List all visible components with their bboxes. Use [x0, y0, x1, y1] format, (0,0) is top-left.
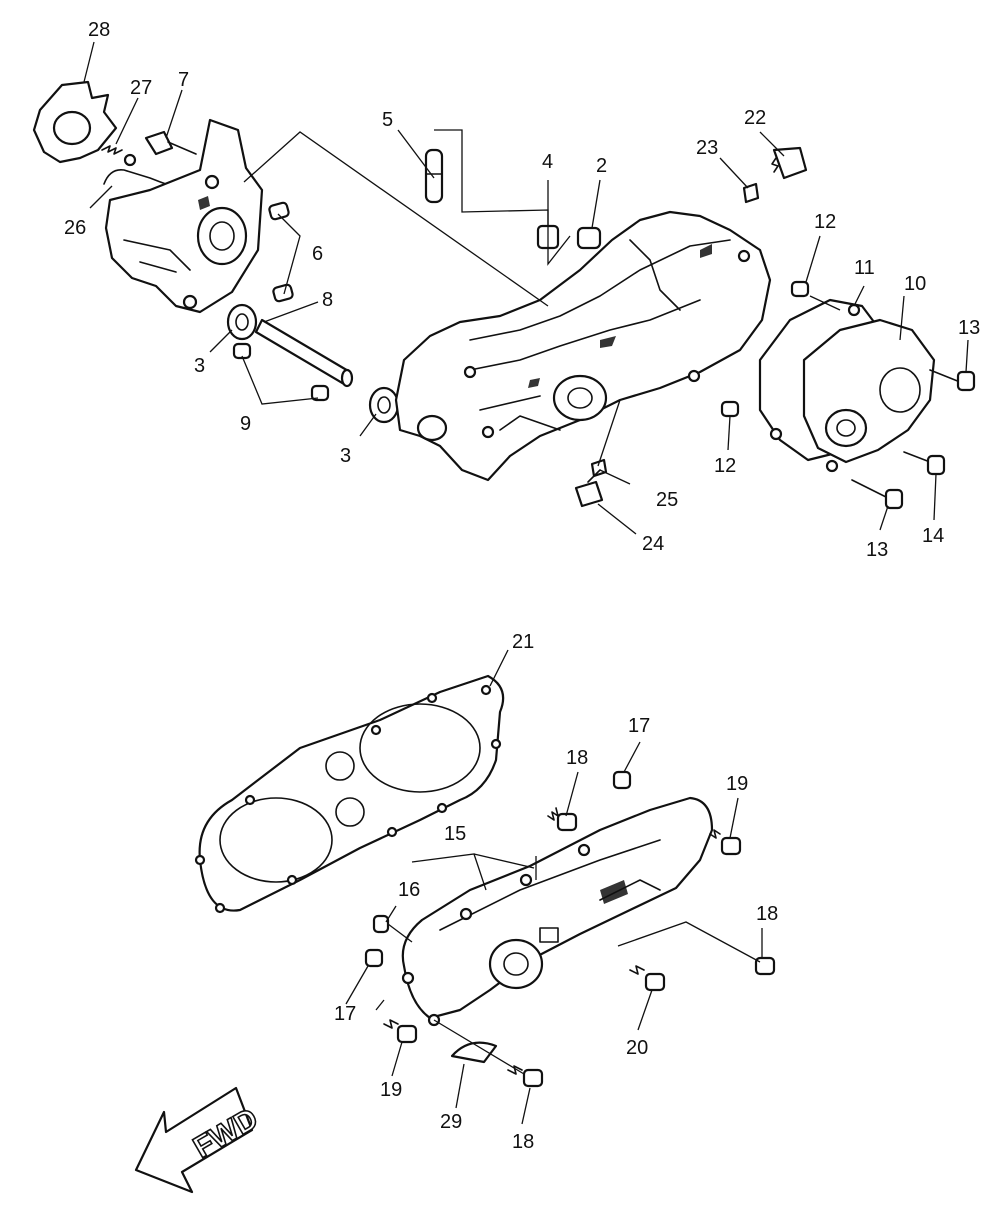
callout-28: 28: [88, 19, 110, 41]
callout-17b: 17: [334, 1003, 356, 1025]
part-21-cover-gasket: [194, 674, 505, 914]
callout-8: 8: [322, 289, 333, 311]
part-9-pins: [232, 342, 330, 402]
callout-9: 9: [240, 413, 251, 435]
part-17-pin-top: [612, 770, 632, 790]
part-24-bolt: [574, 469, 604, 508]
callout-14: 14: [922, 525, 944, 547]
part-19-bolt-left: [383, 1019, 418, 1044]
callout-19a: 19: [726, 773, 748, 795]
callout-19b: 19: [380, 1079, 402, 1101]
leader-lines-upper: [83, 41, 969, 535]
callout-18b: 18: [756, 903, 778, 925]
part-18-bolt-top: [547, 807, 578, 832]
callout-12b: 12: [714, 455, 736, 477]
part-13-bolt-lower: [851, 479, 904, 510]
callout-11: 11: [854, 257, 875, 279]
part-13-bolt-upper: [929, 369, 976, 392]
part-29-clip: [450, 1041, 498, 1064]
callout-3b: 3: [340, 445, 351, 467]
part-7-bolt: [144, 130, 197, 156]
part-12-pin-upper: [790, 280, 810, 298]
part-18-bolt-bottom: [507, 1065, 544, 1088]
part-28-gasket-plate: [32, 80, 118, 164]
callout-18a: 18: [566, 747, 588, 769]
callout-25: 25: [656, 489, 678, 511]
part-14-bolt: [903, 451, 946, 476]
callout-7: 7: [178, 69, 189, 91]
callout-17a: 17: [628, 715, 650, 737]
part-22-plug: [771, 146, 808, 180]
callout-23: 23: [696, 137, 718, 159]
part-5-dowel: [424, 148, 444, 204]
part-10-side-cover: [769, 303, 936, 473]
callout-29: 29: [440, 1111, 462, 1133]
part-12-pin-lower: [720, 400, 740, 418]
callout-13a: 13: [958, 317, 980, 339]
callout-12a: 12: [814, 211, 836, 233]
part-3-bearing-left: [226, 303, 258, 341]
callout-20: 20: [626, 1037, 648, 1059]
part-15-belt-cover: [401, 796, 714, 1027]
callout-5: 5: [382, 109, 393, 131]
part-23-washer: [742, 182, 760, 204]
callout-10: 10: [904, 273, 926, 295]
callout-21: 21: [512, 631, 534, 653]
callout-13b: 13: [866, 539, 888, 561]
left-housing: [104, 118, 264, 314]
fwd-arrow: FWD: [134, 1086, 264, 1194]
callout-27: 27: [130, 77, 152, 99]
leader-lines-lower: [345, 649, 763, 1125]
crankcase: [394, 210, 772, 482]
callout-2: 2: [596, 155, 607, 177]
callout-16: 16: [398, 879, 420, 901]
callout-labels: 28 27 7 26 6 8 3 9 3 5 4 2 23 22 12 11 1…: [64, 19, 980, 1153]
callout-4: 4: [542, 151, 553, 173]
callout-15: 15: [444, 823, 466, 845]
part-2-dowel: [576, 226, 602, 250]
part-3-bearing-right: [368, 386, 400, 424]
part-8-shaft: [254, 318, 354, 388]
callout-18c: 18: [512, 1131, 534, 1153]
part-18-bolt-right: [754, 956, 776, 976]
part-16-pin: [372, 914, 390, 934]
callout-3a: 3: [194, 355, 205, 377]
part-27-spring: [101, 145, 123, 155]
callout-22: 22: [744, 107, 766, 129]
callout-6: 6: [312, 243, 323, 265]
callout-24: 24: [642, 533, 664, 555]
part-6-dowel-pins: [268, 201, 294, 303]
callout-26: 26: [64, 217, 86, 239]
part-17-pin-left: [364, 948, 384, 968]
part-20-bolt: [629, 965, 666, 992]
part-19-bolt-right: [709, 829, 742, 856]
